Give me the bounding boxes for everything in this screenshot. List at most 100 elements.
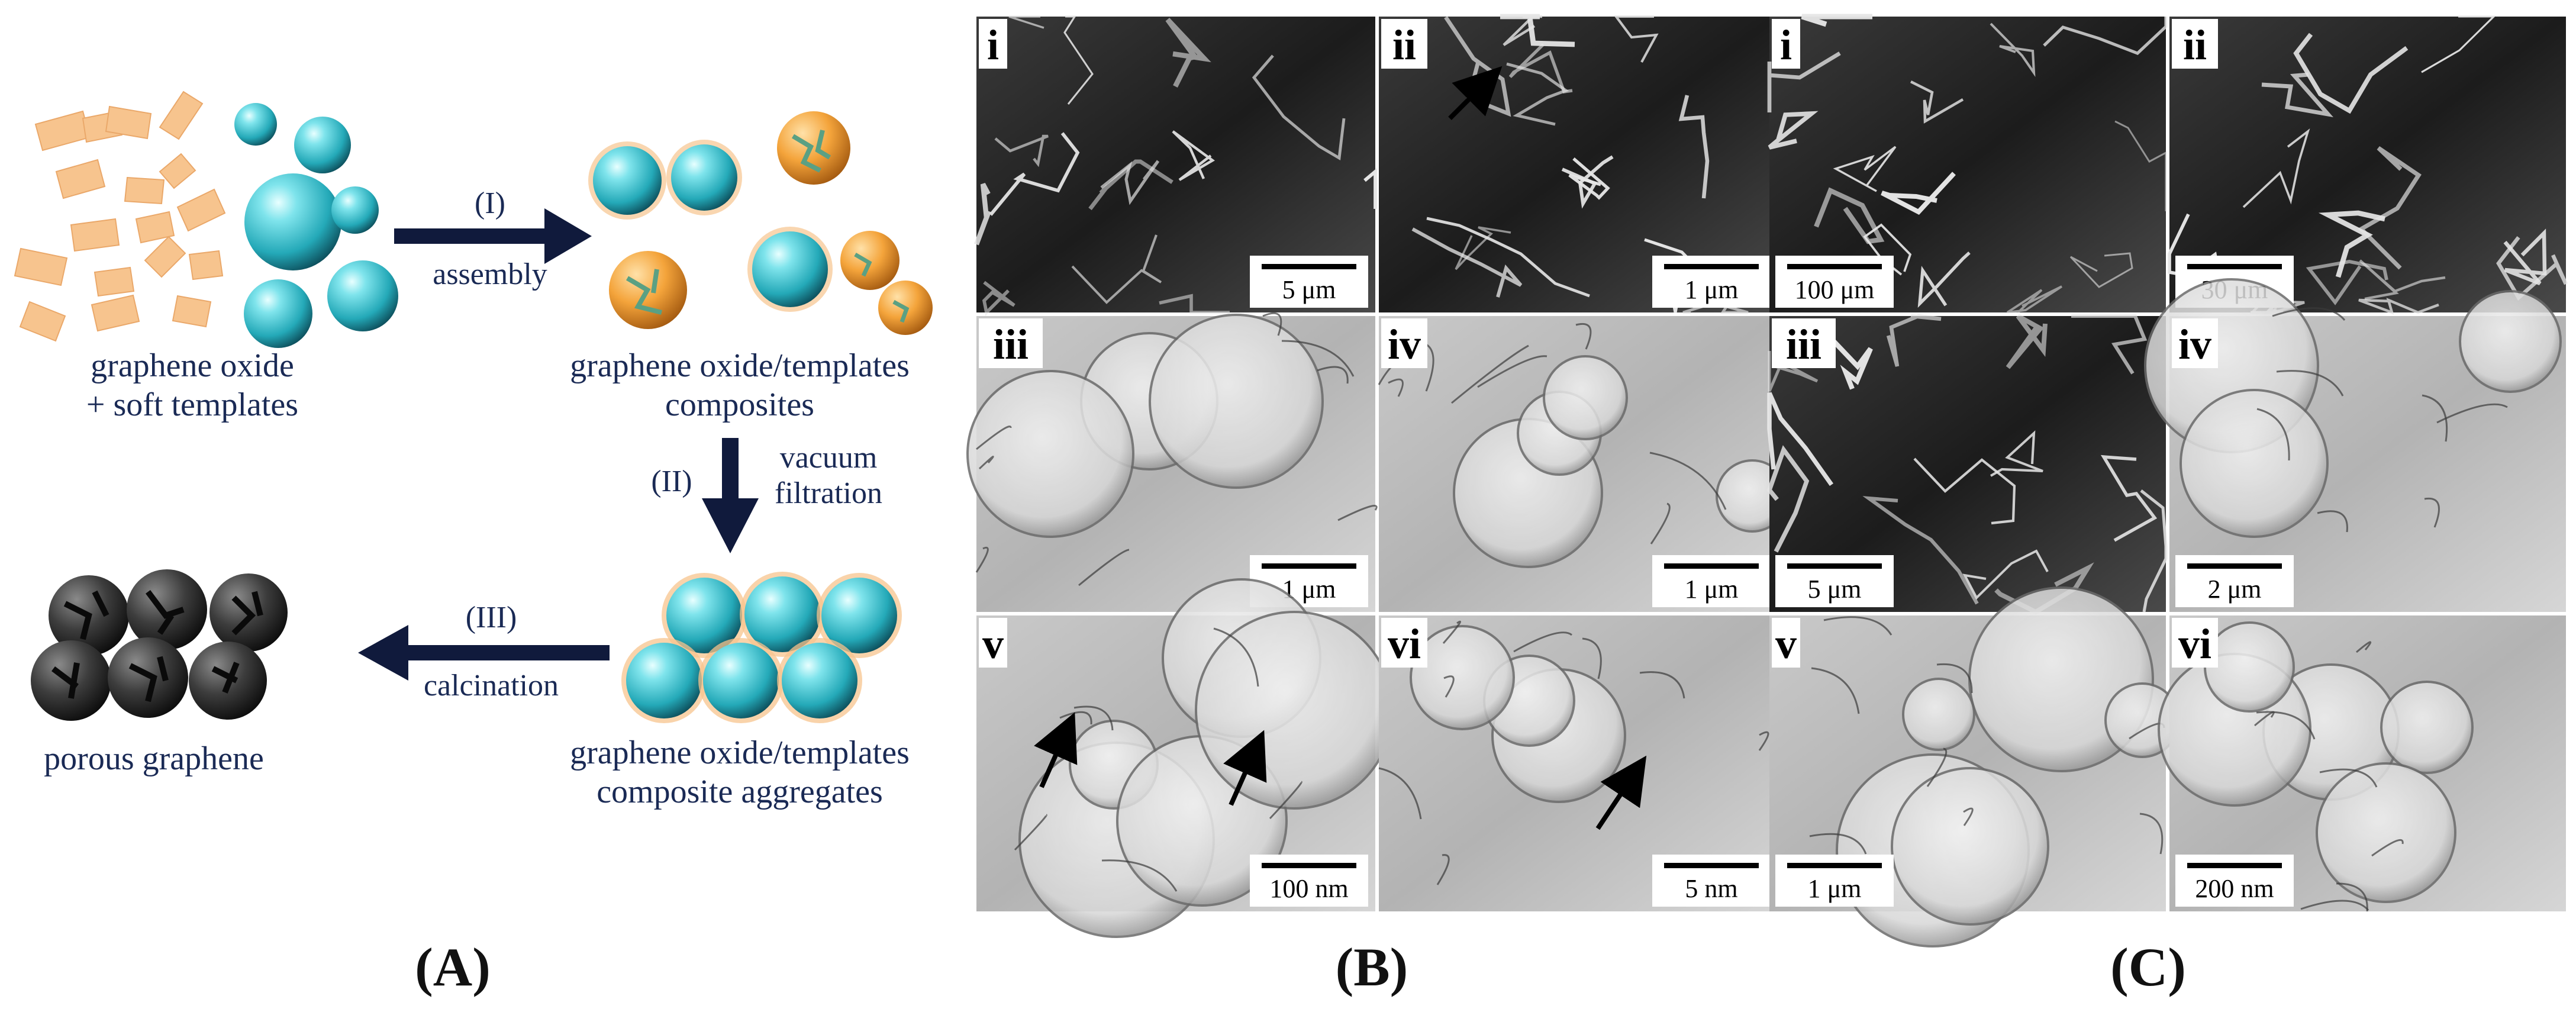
micrograph-texture — [1809, 586, 2180, 947]
step1-number: (I) — [475, 186, 505, 220]
panel-c-i: i 100 μm — [1767, 14, 2168, 314]
panel-label-box — [979, 618, 1007, 668]
scalebar-line — [1664, 863, 1759, 868]
porous-graphene-spheres — [31, 569, 288, 721]
panel-c-vi: vi 200 nm — [2158, 615, 2566, 912]
composite-aggregate-spheres — [621, 572, 902, 723]
caption-a: (A) — [415, 937, 491, 997]
aggregates-label-line1: graphene oxide/templates — [570, 734, 910, 771]
scalebar-line — [1787, 563, 1882, 569]
scalebar-label: 5 μm — [1808, 575, 1862, 604]
step2-label-line1: vacuum — [780, 441, 878, 475]
scalebar-line — [2187, 563, 2282, 569]
panel-label: vi — [1388, 620, 1421, 668]
panel-label: iii — [1786, 321, 1821, 368]
scalebar-line — [2187, 264, 2282, 269]
panel-b-iv: iv 1 μm — [1378, 316, 1789, 612]
micrograph-texture — [2144, 278, 2562, 579]
panel-label-box — [1381, 618, 1427, 668]
panel-label: ii — [1392, 21, 1416, 69]
scalebar-line — [1787, 264, 1882, 269]
step3-label: calcination — [424, 669, 559, 702]
step1-arrow — [394, 208, 592, 264]
panel-label-box — [2172, 618, 2218, 668]
aggregates-label-line2: composite aggregates — [597, 773, 883, 810]
panel-label-box — [979, 19, 1007, 69]
panel-b-v: v 100 nm — [976, 578, 1394, 938]
panel-label-box — [2172, 318, 2218, 368]
scalebar-label: 2 μm — [2208, 575, 2262, 604]
panel-label: iv — [2178, 321, 2211, 368]
scalebar-line — [1664, 264, 1759, 269]
panel-label-box — [1772, 618, 1800, 668]
micrograph-texture — [974, 15, 1377, 316]
panel-label: i — [987, 21, 999, 69]
panel-label: vi — [2178, 620, 2211, 668]
scalebar-line — [1262, 264, 1356, 269]
micrograph-texture — [966, 312, 1378, 586]
scalebar-label: 5 nm — [1685, 874, 1737, 903]
caption-c: (C) — [2110, 937, 2186, 997]
panel-label: v — [1775, 620, 1797, 668]
composites-label-line2: composites — [665, 386, 814, 423]
scalebar-line — [1664, 563, 1759, 569]
micrograph-texture — [1766, 314, 2168, 615]
scalebar-label: 100 μm — [1795, 275, 1875, 304]
start-label-line2: + soft templates — [86, 386, 298, 423]
product-label: porous graphene — [44, 740, 264, 777]
panel-label-box — [2172, 19, 2218, 69]
arrow-marker — [1595, 755, 1647, 830]
step2-label-line2: filtration — [775, 476, 882, 510]
panel-label: i — [1780, 21, 1792, 69]
panel-c-iii: iii 5 μm — [1766, 314, 2168, 615]
composite-spheres — [588, 111, 933, 335]
panel-b-ii: ii 1 μm — [1379, 14, 1778, 314]
schematic-panel: graphene oxide + soft templates (I) asse… — [14, 91, 933, 810]
panel-label-box — [1381, 318, 1427, 368]
scalebar-line — [1262, 863, 1356, 868]
caption-b: (B) — [1336, 937, 1408, 997]
micrograph-texture — [1378, 323, 1789, 568]
scalebar-line — [2187, 863, 2282, 868]
scalebar-label: 100 nm — [1269, 874, 1348, 903]
step2-arrow — [702, 438, 759, 553]
scalebar-line — [1262, 563, 1356, 569]
scalebar-label: 200 nm — [2195, 874, 2274, 903]
panel-label: iv — [1388, 321, 1421, 368]
scalebar-label: 5 μm — [1282, 275, 1336, 304]
panel-label-box — [1772, 318, 1836, 368]
step3-arrow — [358, 625, 610, 681]
step2-number: (II) — [651, 465, 692, 498]
scalebar-label: 1 μm — [1685, 275, 1739, 304]
panel-label: ii — [2183, 21, 2207, 69]
step3-number: (III) — [466, 601, 517, 634]
scalebar-line — [1787, 863, 1882, 868]
arrow-marker — [1223, 730, 1267, 806]
panel-c-v: v 1 μm — [1769, 586, 2180, 947]
graphene-oxide-flakes — [14, 91, 226, 342]
panel-c-ii: ii30 μm — [2168, 15, 2568, 315]
scalebar-label: 1 μm — [1808, 874, 1862, 903]
soft-template-spheres — [234, 103, 398, 348]
panel-label-box — [1772, 19, 1800, 69]
micrograph-texture — [1767, 14, 2168, 314]
panel-c-micrographs: i 100 μm ii30 μm iii 5 μm iv 2 μm v 1 μm vi 200 nm — [1766, 14, 2568, 947]
panel-label-box — [979, 318, 1043, 368]
arrow-marker — [1034, 712, 1078, 788]
arrow-marker — [1448, 66, 1503, 120]
composites-label-line1: graphene oxide/templates — [570, 347, 910, 384]
step1-label: assembly — [433, 257, 547, 291]
start-label-line1: graphene oxide — [91, 347, 294, 384]
panel-label: iii — [993, 321, 1029, 368]
micrograph-texture — [2168, 15, 2568, 315]
micrograph-texture — [2158, 621, 2474, 912]
panel-b-i: i 5 μm — [974, 15, 1377, 316]
scalebar-label: 1 μm — [1685, 575, 1739, 604]
panel-label: v — [982, 620, 1004, 668]
panel-b-vi: vi 5 nm — [1378, 615, 1778, 911]
panel-label-box — [1381, 19, 1427, 69]
micrograph-texture — [1378, 620, 1769, 885]
